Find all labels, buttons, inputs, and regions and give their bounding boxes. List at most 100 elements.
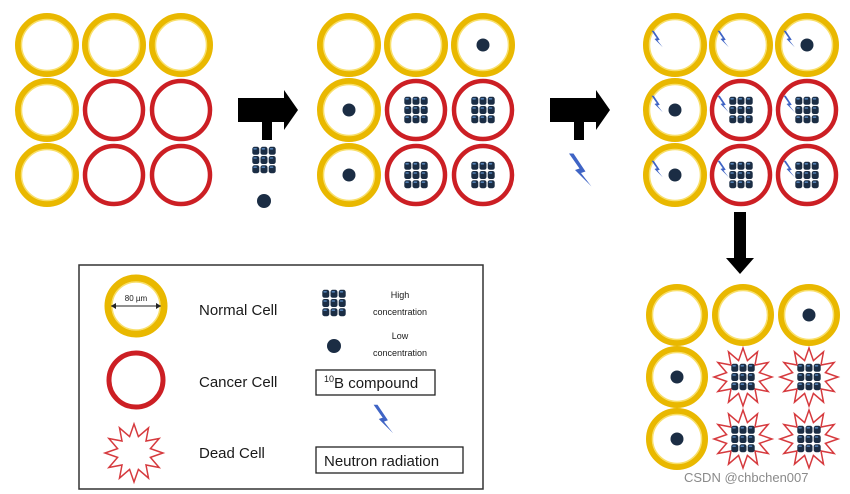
dot-icon	[802, 308, 816, 322]
normal-cell	[646, 408, 708, 470]
cancer-cell	[82, 143, 146, 207]
boron-cluster-highlight	[421, 181, 426, 183]
boron-cluster-highlight	[488, 172, 493, 174]
boron-cluster-highlight	[798, 427, 802, 429]
boron-cluster-highlight	[488, 116, 493, 118]
cancer-cell	[709, 78, 773, 142]
normal-cell-ring	[15, 78, 79, 142]
normal-cell-ring	[149, 13, 213, 77]
boron-cluster-highlight	[405, 172, 409, 174]
stage-result-grid	[646, 284, 841, 471]
boron-cluster-highlight	[814, 436, 819, 438]
boron-cluster-highlight	[413, 107, 418, 109]
dot-icon	[668, 168, 682, 182]
boron-cluster-icon	[729, 96, 753, 124]
boron-cluster-highlight	[331, 291, 336, 293]
boron-cluster-highlight	[730, 98, 734, 100]
boron-cluster-highlight	[405, 181, 409, 183]
boron-cluster-highlight	[806, 436, 811, 438]
boron-cluster-highlight	[730, 116, 734, 118]
dead-cell	[711, 345, 775, 409]
boron-cluster-highlight	[269, 166, 274, 168]
boron-cluster-icon	[797, 425, 821, 453]
normal-cell-ring-inner	[20, 83, 74, 137]
boron-cluster-icon	[795, 96, 819, 124]
cancer-cell	[775, 143, 839, 207]
boron-cluster-highlight	[746, 163, 751, 165]
boron-cluster-highlight	[806, 427, 811, 429]
normal-cell-ring-inner	[322, 148, 376, 202]
boron-cluster-highlight	[746, 98, 751, 100]
boron-cluster-highlight	[413, 116, 418, 118]
boron-cluster-highlight	[804, 116, 809, 118]
legend-normal-cell-label: Normal Cell	[199, 302, 277, 319]
boron-cluster-highlight	[812, 172, 817, 174]
boron-cluster-highlight	[261, 157, 266, 159]
boron-cluster-highlight	[748, 365, 753, 367]
boron-cluster-highlight	[480, 172, 485, 174]
boron-cluster-highlight	[405, 107, 409, 109]
normal-cell	[712, 284, 774, 346]
boron-cluster-highlight	[253, 157, 257, 159]
boron-cluster-highlight	[323, 291, 327, 293]
boron-cluster-highlight	[413, 98, 418, 100]
boron-cluster-highlight	[804, 181, 809, 183]
normal-cell-ring	[384, 13, 448, 77]
normal-cell-ring-inner	[648, 83, 702, 137]
boron-cluster-highlight	[480, 107, 485, 109]
normal-cell-ring-inner	[651, 289, 703, 341]
legend-dead-cell-label: Dead Cell	[199, 445, 265, 462]
boron-cluster-highlight	[812, 98, 817, 100]
boron-cluster-highlight	[738, 116, 743, 118]
legend-size-arrowhead	[156, 303, 161, 309]
cancer-cell	[82, 78, 146, 142]
stage-boron-uptake-grid	[317, 13, 515, 207]
boron-cluster-sphere	[795, 115, 803, 124]
boron-cluster-highlight	[812, 163, 817, 165]
normal-cell-ring-inner	[322, 18, 376, 72]
boron-cluster-sphere	[479, 115, 487, 124]
boron-cluster-highlight	[472, 172, 476, 174]
boron-cluster-icon	[252, 146, 276, 174]
boron-cluster-highlight	[738, 172, 743, 174]
boron-cluster-highlight	[804, 163, 809, 165]
boron-cluster-sphere	[737, 115, 745, 124]
legend: 80 µm Normal Cell Cancer Cell Dead Cell …	[78, 264, 484, 490]
boron-cluster-highlight	[746, 172, 751, 174]
boron-cluster-highlight	[472, 163, 476, 165]
boron-cluster-highlight	[339, 309, 344, 311]
normal-cell-ring-inner	[780, 18, 834, 72]
boron-cluster-sphere	[487, 115, 495, 124]
boron-cluster-highlight	[814, 427, 819, 429]
legend-compound-superscript: 10	[324, 374, 334, 384]
dot-icon	[327, 339, 341, 353]
boron-cluster-sphere	[404, 115, 412, 124]
boron-cluster-highlight	[806, 383, 811, 385]
normal-cell-ring-inner	[322, 83, 376, 137]
boron-cluster-highlight	[738, 107, 743, 109]
boron-cluster-highlight	[740, 427, 745, 429]
boron-cluster-icon	[731, 363, 755, 391]
dot-icon	[476, 38, 490, 52]
legend-low-line1: Low	[392, 331, 409, 341]
boron-cluster-highlight	[413, 172, 418, 174]
boron-cluster-highlight	[740, 445, 745, 447]
boron-cluster-highlight	[421, 98, 426, 100]
boron-cluster-highlight	[798, 383, 802, 385]
boron-cluster-highlight	[480, 181, 485, 183]
boron-cluster-highlight	[798, 365, 802, 367]
cancer-cell	[384, 143, 448, 207]
boron-cluster-highlight	[732, 436, 736, 438]
normal-cell	[643, 143, 707, 207]
boron-cluster-highlight	[339, 291, 344, 293]
lightning-bolt-icon	[569, 153, 592, 187]
boron-cluster-highlight	[738, 181, 743, 183]
normal-cell-ring-inner	[783, 289, 835, 341]
dot-icon	[670, 432, 684, 446]
boron-cluster-highlight	[405, 163, 409, 165]
boron-cluster-icon	[729, 161, 753, 189]
boron-cluster-highlight	[796, 163, 800, 165]
dead-cell	[777, 407, 841, 471]
boron-cluster-highlight	[738, 163, 743, 165]
normal-cell-ring-inner	[20, 148, 74, 202]
